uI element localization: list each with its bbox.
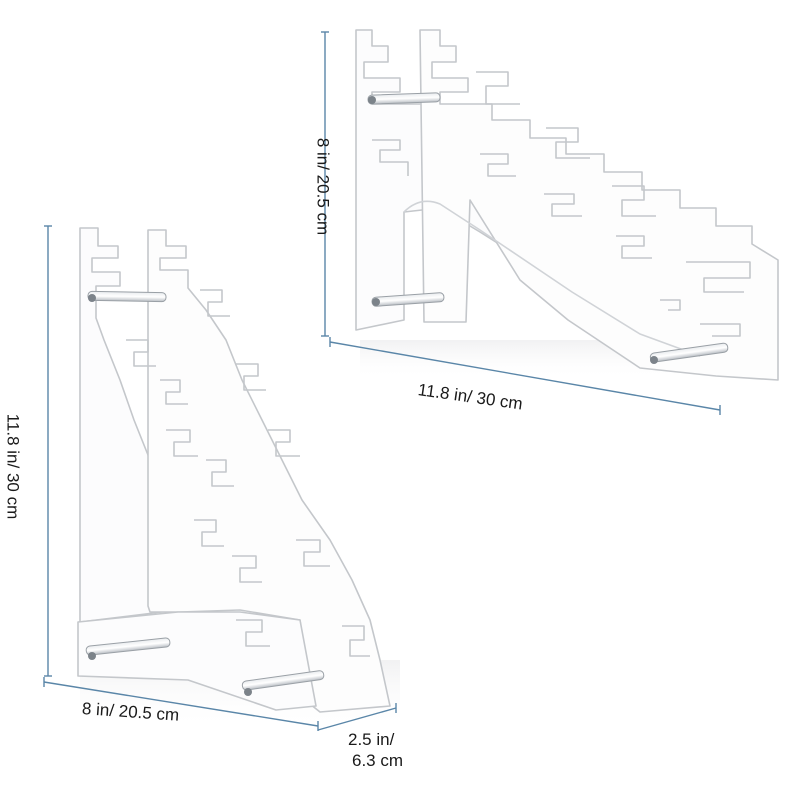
top-stand-front-panel [419, 29, 779, 381]
left-stand-dimension-lines [43, 225, 397, 731]
top-stand-rods [367, 92, 729, 364]
left-stand-depth-label-line1: 2.5 in/ [348, 730, 395, 749]
left-stand-depth-label-line2: 6.3 cm [352, 751, 404, 770]
left-stand-rods [85, 290, 325, 696]
top-length-line [329, 341, 721, 411]
left-stand-front-panel [147, 229, 391, 713]
left-depth-line [317, 707, 397, 731]
top-stand-height-label: 8 in/ 20.5 cm [313, 137, 333, 236]
top-stand [355, 29, 779, 381]
top-stand-slots-front [476, 71, 751, 337]
top-stand-dimension-lines [321, 31, 721, 415]
left-width-line [43, 681, 319, 727]
left-stand-slots [126, 289, 370, 657]
top-stand-slots-back [372, 139, 681, 311]
left-stand [77, 227, 400, 730]
left-stand-height-label: 11.8 in/ 30 cm [3, 413, 23, 520]
